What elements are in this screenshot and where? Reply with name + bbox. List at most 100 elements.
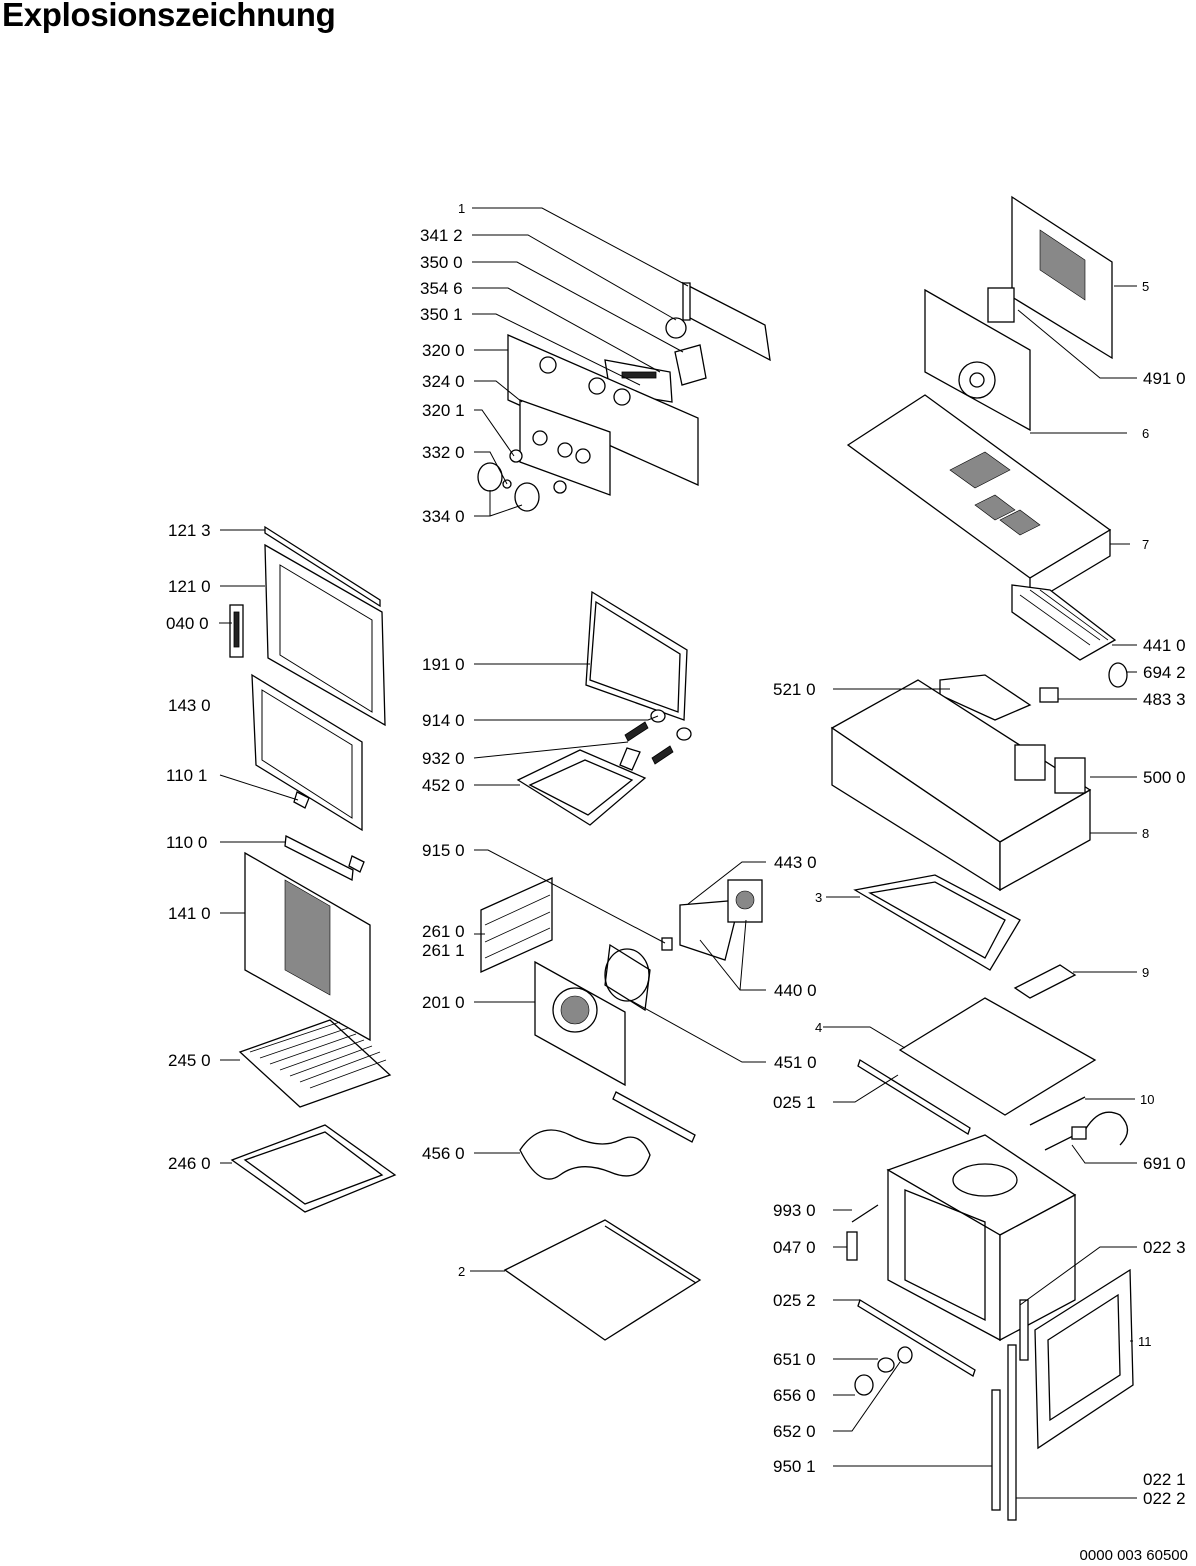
part-wire-shelf bbox=[238, 1019, 392, 1108]
part-clip bbox=[846, 1231, 858, 1261]
callout-141-0: 141 0 bbox=[168, 904, 211, 923]
part-oven-cavity bbox=[886, 1134, 1077, 1342]
callout-191-0: 191 0 bbox=[422, 655, 465, 674]
callout-950-1: 950 1 bbox=[773, 1457, 816, 1476]
part-rear-wall bbox=[924, 288, 1031, 432]
callout-993-0: 993 0 bbox=[773, 1201, 816, 1220]
callout-2: 2 bbox=[458, 1264, 465, 1279]
callout-022-1: 022 1 bbox=[1143, 1470, 1186, 1489]
callout-320-0: 320 0 bbox=[422, 341, 465, 360]
part-base-frame bbox=[853, 874, 1021, 971]
callout-8: 8 bbox=[1142, 826, 1149, 841]
callout-521-0: 521 0 bbox=[773, 680, 816, 699]
part-seal bbox=[585, 590, 688, 721]
callout-143-0: 143 0 bbox=[168, 696, 211, 715]
part-top-cover bbox=[846, 394, 1112, 606]
callout-025-2: 025 2 bbox=[773, 1291, 816, 1310]
part-side-strips bbox=[991, 1299, 1029, 1521]
callout-914-0: 914 0 bbox=[422, 711, 465, 730]
part-panel-fascia bbox=[509, 399, 611, 496]
part-bracket bbox=[665, 281, 771, 362]
callout-261-0: 261 0 bbox=[422, 922, 465, 941]
part-grill-element bbox=[516, 709, 692, 826]
part-side-rails bbox=[480, 876, 553, 974]
callout-10: 10 bbox=[1140, 1092, 1154, 1107]
callout-11: 11 bbox=[1138, 1334, 1152, 1349]
callout-354-6: 354 6 bbox=[420, 279, 463, 298]
callout-656-0: 656 0 bbox=[773, 1386, 816, 1405]
callout-5: 5 bbox=[1142, 279, 1149, 294]
leader-lines bbox=[219, 207, 1137, 1499]
callout-9: 9 bbox=[1142, 965, 1149, 980]
part-back-panel bbox=[534, 943, 651, 1087]
part-module-board bbox=[939, 674, 1059, 721]
part-housing bbox=[830, 679, 1092, 892]
callout-691-0: 691 0 bbox=[1143, 1154, 1186, 1173]
callout-440-0: 440 0 bbox=[774, 981, 817, 1000]
part-hinge bbox=[229, 604, 244, 658]
part-terminal bbox=[987, 287, 1015, 323]
part-door-trim bbox=[264, 525, 381, 608]
callout-110-0: 110 0 bbox=[166, 833, 207, 852]
callout-651-0: 651 0 bbox=[773, 1350, 816, 1369]
part-bottom-plate bbox=[503, 1219, 702, 1341]
callout-320-1: 320 1 bbox=[422, 401, 465, 420]
callout-025-1: 025 1 bbox=[773, 1093, 816, 1112]
part-door-outer bbox=[244, 851, 371, 1042]
part-rear-cover bbox=[1011, 195, 1113, 360]
page-title: Explosionszeichnung bbox=[2, 0, 336, 33]
callout-201-0: 201 0 bbox=[422, 993, 465, 1012]
part-door-inner bbox=[264, 543, 386, 727]
callout-334-0: 334 0 bbox=[422, 507, 465, 526]
callout-491-0: 491 0 bbox=[1143, 369, 1186, 388]
parts bbox=[229, 195, 1134, 1521]
callout-4: 4 bbox=[815, 1020, 822, 1035]
document-number: 0000 003 60500 bbox=[1079, 1547, 1188, 1564]
part-base-plate bbox=[898, 997, 1097, 1116]
callout-6: 6 bbox=[1142, 426, 1149, 441]
callout-110-1: 110 1 bbox=[166, 766, 207, 785]
part-control-panel bbox=[507, 334, 699, 487]
part-bracket-small bbox=[1013, 964, 1077, 999]
callout-441-0: 441 0 bbox=[1143, 636, 1186, 655]
callout-452-0: 452 0 bbox=[422, 776, 465, 795]
callout-350-1: 350 1 bbox=[420, 305, 463, 324]
callout-341-2: 341 2 bbox=[420, 226, 463, 245]
callout-694-2: 694 2 bbox=[1143, 663, 1186, 682]
callout-labels: 1 341 2 350 0 354 6 350 1 320 0 324 0 32… bbox=[166, 201, 1186, 1508]
callout-022-2: 022 2 bbox=[1143, 1489, 1186, 1508]
callout-443-0: 443 0 bbox=[774, 853, 817, 872]
part-front-frame bbox=[1034, 1268, 1134, 1450]
callout-332-0: 332 0 bbox=[422, 443, 465, 462]
part-sensor bbox=[1029, 1096, 1129, 1151]
callout-483-3: 483 3 bbox=[1143, 690, 1186, 709]
callout-500-0: 500 0 bbox=[1143, 768, 1186, 787]
callout-324-0: 324 0 bbox=[422, 372, 465, 391]
part-door-glass bbox=[251, 673, 363, 832]
part-fan-motor bbox=[1011, 584, 1128, 688]
callout-915-0: 915 0 bbox=[422, 841, 465, 860]
part-screw bbox=[851, 1204, 879, 1223]
callout-456-0: 456 0 bbox=[422, 1144, 465, 1163]
callout-022-3: 022 3 bbox=[1143, 1238, 1186, 1257]
callout-047-0: 047 0 bbox=[773, 1238, 816, 1257]
part-baking-tray bbox=[230, 1124, 397, 1213]
callout-3: 3 bbox=[815, 890, 822, 905]
part-fan bbox=[661, 879, 763, 961]
part-handle bbox=[284, 791, 365, 882]
callout-350-0: 350 0 bbox=[420, 253, 463, 272]
part-switch-knob bbox=[854, 1346, 913, 1396]
part-rail-bottom bbox=[857, 1299, 976, 1377]
callout-246-0: 246 0 bbox=[168, 1154, 211, 1173]
callout-451-0: 451 0 bbox=[774, 1053, 817, 1072]
callout-932-0: 932 0 bbox=[422, 749, 465, 768]
callout-261-1: 261 1 bbox=[422, 941, 465, 960]
part-knobs bbox=[477, 462, 540, 512]
callout-121-3: 121 3 bbox=[168, 521, 211, 540]
part-ring-element bbox=[519, 1091, 696, 1180]
callout-245-0: 245 0 bbox=[168, 1051, 211, 1070]
callout-040-0: 040 0 bbox=[166, 614, 209, 633]
callout-652-0: 652 0 bbox=[773, 1422, 816, 1441]
callout-121-0: 121 0 bbox=[168, 577, 211, 596]
